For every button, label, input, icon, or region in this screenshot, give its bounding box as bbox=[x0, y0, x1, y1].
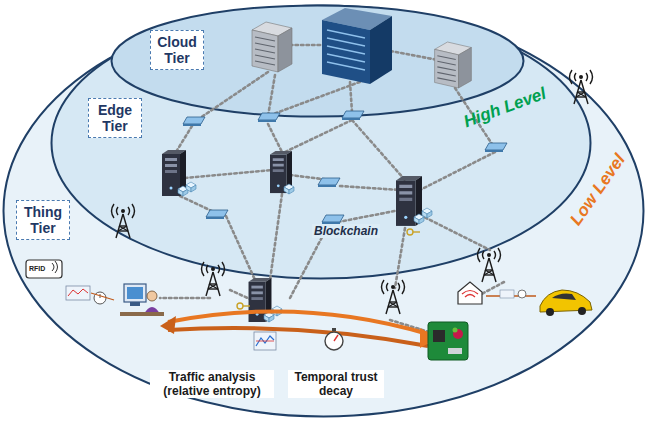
thing-tier-region: Thing Tier Low Level Edge Tier High LevelBl… bbox=[2, 4, 645, 418]
edge-tier-region: Edge Tier High LevelBlockchain Cloud Tier bbox=[50, 6, 592, 280]
level-label: Low Level bbox=[566, 151, 630, 230]
blockchain-label: Blockchain bbox=[312, 224, 380, 238]
tier-label: Thing Tier bbox=[16, 200, 70, 240]
tier-ellipse bbox=[50, 6, 592, 280]
method-label: Traffic analysis (relative entropy) bbox=[150, 370, 274, 398]
tier-label: Edge Tier bbox=[88, 98, 142, 138]
cloud-tier-region: Cloud Tier bbox=[110, 4, 525, 118]
device-label: RFID bbox=[29, 265, 45, 272]
method-label: Temporal trust decay bbox=[288, 370, 384, 398]
level-label: High Level bbox=[461, 84, 549, 132]
tier-label: Cloud Tier bbox=[150, 30, 204, 70]
tier-ellipse bbox=[2, 4, 645, 418]
